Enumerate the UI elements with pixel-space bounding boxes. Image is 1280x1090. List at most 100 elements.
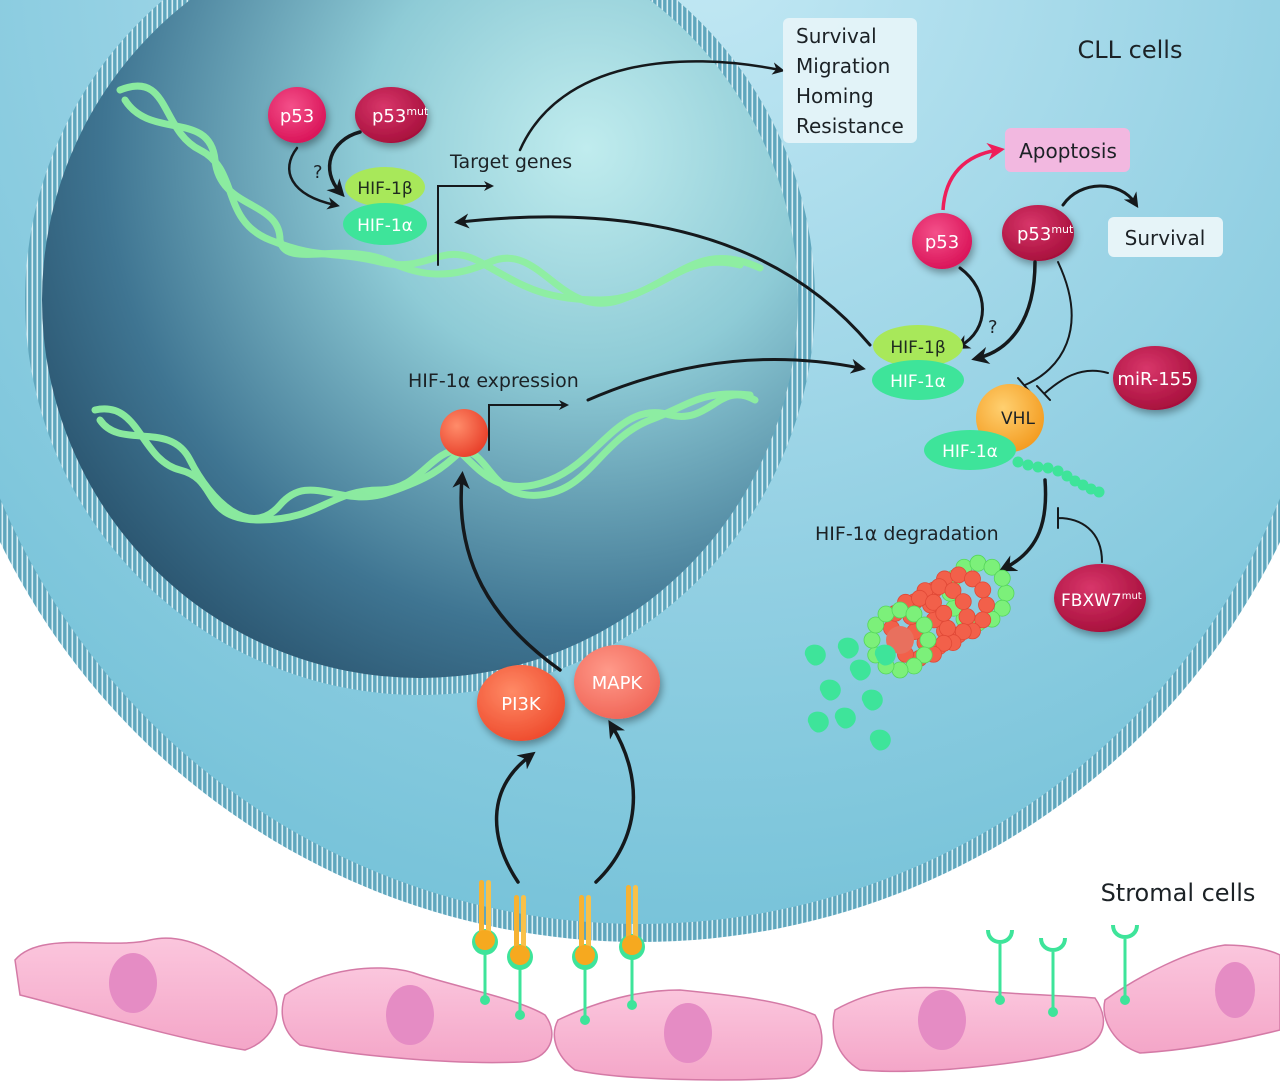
ubiquitin-chain	[1012, 456, 1105, 498]
proteasome-cap-subunit	[969, 554, 987, 572]
mir155-label: miR-155	[1117, 369, 1192, 390]
nuclear-hif-complex: p53 p53mut ? HIF-1β HIF-1α Target genes	[268, 87, 572, 266]
target-genes-promoter-arrow	[437, 181, 494, 266]
nuclear-p53-label: p53	[280, 106, 314, 127]
p53-to-apoptosis-arrow	[941, 142, 1005, 211]
nuclear-hif1a-node	[343, 203, 427, 245]
receptor-chain	[586, 895, 591, 957]
receptor-head	[622, 935, 642, 955]
hif1a-expression-site: HIF-1α expression	[408, 370, 579, 457]
receptor-ligand-pair	[572, 895, 598, 1025]
proteasome-cap-subunit	[863, 631, 881, 649]
outcomes-box-bg	[783, 18, 917, 143]
stromal-nucleus-2	[386, 985, 434, 1045]
vhl-bound-hif1a-node	[924, 430, 1016, 470]
nuclear-p53mut-label: p53mut	[372, 105, 429, 127]
survival-label: Survival	[1125, 226, 1206, 250]
proteasome-cap-subunit	[997, 584, 1015, 602]
proteasome-core-subunit	[974, 581, 992, 599]
outcome-resistance: Resistance	[796, 114, 904, 138]
proteasome-core-subunit	[954, 593, 972, 610]
ligand-cup	[986, 929, 1014, 944]
proteasome-core-subunit	[944, 582, 962, 600]
target-genes-label: Target genes	[449, 151, 572, 173]
receptor-chain	[479, 880, 484, 942]
receptor-chain	[633, 885, 638, 947]
proteasome-cap-subunit	[915, 616, 933, 634]
cll-cells-label: CLL cells	[1078, 36, 1183, 64]
free-ligand	[986, 929, 1014, 1005]
proteasome-cap-subunit	[993, 599, 1011, 617]
ubiquitin-bead	[1042, 462, 1054, 474]
peptide-fragment	[804, 644, 826, 666]
ligand-anchor	[580, 1015, 590, 1025]
cytoplasmic-p53-label: p53	[925, 232, 959, 253]
receptor-chain	[514, 895, 519, 957]
dna-strand-lower	[91, 390, 759, 524]
peptide-fragment	[819, 679, 841, 701]
receptor-head	[575, 945, 595, 965]
nuclear-p53-node	[268, 87, 326, 143]
receptor-ligand-pair	[507, 895, 533, 1020]
mir155-module: miR-155	[1036, 346, 1197, 410]
proteasome-cap-subunit	[891, 601, 909, 619]
receptor-to-mapk-arrow	[594, 720, 636, 884]
stromal-cells-label: Stromal cells	[1101, 879, 1256, 907]
dna-strand-upper	[116, 82, 764, 307]
proteasome-core-subunit	[935, 604, 953, 622]
proteasome-cap-subunit	[905, 657, 923, 675]
vhl-label: VHL	[1001, 409, 1035, 429]
nuclear-p53mut-node	[355, 87, 427, 143]
outcomes-box: Survival Migration Homing Resistance	[783, 18, 917, 143]
proteasome-core-subunit	[925, 593, 942, 611]
proteasome-cap-subunit	[905, 605, 923, 623]
proteasome-core-subunit	[939, 619, 956, 637]
mir155-node	[1113, 346, 1197, 410]
cytoplasmic-p53-node	[912, 213, 972, 269]
ubiquitin-bead	[1061, 470, 1073, 482]
p53mut-to-hif-arrow	[326, 130, 362, 198]
fbxw7-inhibits-degradation	[1057, 507, 1103, 563]
p53mut-to-survival-arrow	[1061, 184, 1139, 209]
cytoplasmic-hif1a-node	[872, 360, 964, 400]
p53-to-hif-arrow	[288, 146, 340, 210]
proteasome-core-subunit	[954, 623, 972, 640]
receptor-to-pi3k-arrow	[494, 751, 536, 884]
proteasome-core-subunit	[978, 596, 995, 614]
hif1a-expression-promoter-arrow	[488, 400, 569, 451]
cytoplasmic-p53-module: Apoptosis p53 p53mut Survival ?	[912, 128, 1223, 393]
cytoplasmic-hif1b-node	[873, 325, 963, 367]
peptide-fragment	[849, 659, 871, 681]
peptide-fragment	[834, 707, 856, 729]
stromal-nucleus-4	[918, 990, 966, 1050]
pi3k-node	[477, 665, 565, 741]
expression-to-cytoplasm-arrow	[586, 357, 866, 402]
ubiquitin-bead	[1032, 461, 1044, 473]
proteasome-core-subunit	[974, 611, 992, 629]
proteasome	[863, 554, 1015, 679]
nuclear-hif1b-node	[345, 167, 425, 207]
proteasome-core-subunit	[958, 608, 976, 625]
proteasome-cap-subunit	[983, 558, 1001, 576]
nuclear-hif1b-label: HIF-1β	[357, 179, 412, 199]
cytoplasmic-hif1b-label: HIF-1β	[890, 338, 945, 358]
pi3k-to-nucleus-arrow	[452, 471, 562, 672]
peptide-fragment	[807, 711, 829, 733]
cytoplasmic-p53mut-node	[1002, 205, 1074, 261]
proteasome-core-subunit	[964, 570, 981, 588]
receptor-chain	[521, 895, 526, 957]
free-ligand	[1111, 924, 1139, 1005]
target-genes-to-outcomes-arrow	[518, 60, 785, 152]
fbxw7mut-label: FBXW7mut	[1061, 591, 1142, 611]
cytoplasmic-question-mark: ?	[988, 317, 998, 338]
ligand-cup	[1111, 924, 1139, 939]
ubiquitin-bead	[1012, 456, 1024, 468]
stromal-nucleus-1	[109, 953, 157, 1013]
p53-to-hif-arrow-cyto	[954, 266, 984, 349]
hif1a-peptide-fragments	[804, 637, 896, 751]
peptide-fragment	[861, 689, 883, 711]
mapk-node	[574, 645, 660, 719]
free-ligand	[1039, 937, 1067, 1017]
stromal-nucleus-5	[1215, 962, 1255, 1018]
ubiquitin-bead	[1052, 465, 1064, 477]
